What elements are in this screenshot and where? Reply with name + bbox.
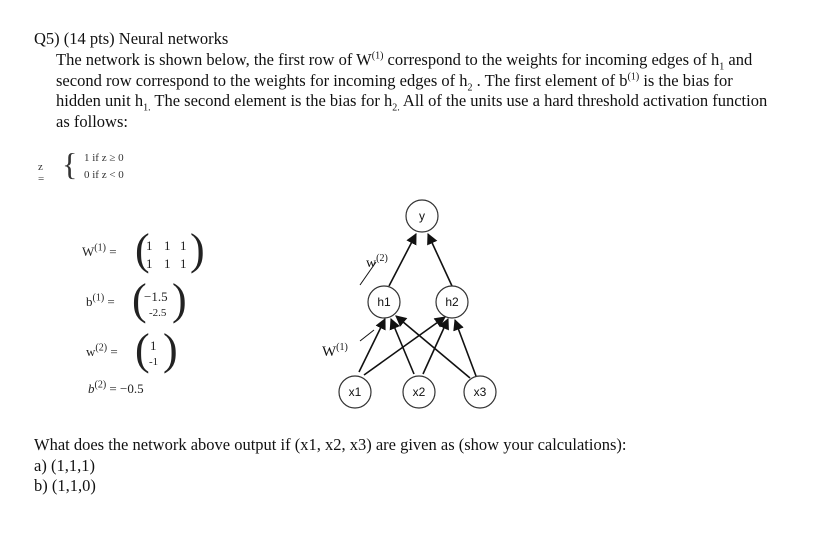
w1-left-paren: (: [135, 225, 150, 274]
para-part: The second element is the bias for h: [150, 91, 393, 110]
problem-title: Q5) (14 pts) Neural networks: [34, 29, 229, 48]
w1-cell: 1: [164, 256, 171, 271]
w2-label: w(2) =: [86, 342, 118, 359]
w1-label: W(1) =: [82, 242, 117, 259]
para-sup: (1): [371, 50, 384, 62]
node-x3-circle: [463, 375, 497, 409]
activation-case-2: 0 if z < 0: [84, 169, 124, 181]
question-part-b: b) (1,1,0): [34, 476, 96, 495]
activation-brace: {: [62, 146, 78, 182]
node-h2-circle: [435, 285, 469, 319]
node-y-circle: [405, 199, 439, 233]
node-h1-label: h1: [377, 295, 391, 309]
node-x1-circle: [338, 375, 372, 409]
para-sup: (1): [627, 71, 640, 82]
problem-description: The network is shown below, the first ro…: [56, 50, 776, 132]
para-part: correspond to the weights for incoming e…: [383, 50, 720, 69]
node-x2-circle: [402, 375, 436, 409]
w2-right-paren: ): [163, 325, 178, 374]
para-sub: 2.: [392, 102, 400, 114]
w1-cell: 1: [180, 256, 187, 271]
b1-right-paren: ): [172, 275, 187, 324]
edge-x1-h1: [358, 317, 386, 373]
edge-x2-h1: [389, 317, 415, 375]
edge-h2-y: [427, 232, 453, 287]
node-y-label: y: [419, 209, 425, 223]
w1-cell: 1: [146, 238, 153, 253]
para-sub: 1: [719, 61, 725, 73]
node-x1-label: x1: [349, 385, 362, 399]
b1-cell: -2.5: [149, 307, 167, 319]
para-sub: 2: [467, 81, 473, 93]
b2-label: b(2) = −0.5: [88, 379, 144, 396]
node-h1-circle: [367, 285, 401, 319]
w2-left-paren: (: [135, 325, 150, 374]
w2-cell: -1: [149, 356, 159, 368]
w2-pointer-line: [359, 261, 377, 286]
b1-cell: −1.5: [144, 289, 168, 304]
b1-left-paren: (: [132, 275, 147, 324]
network-w2-label: w(2): [366, 253, 388, 271]
w1-cell: 1: [146, 256, 153, 271]
question-block: What does the network above output if (x…: [34, 435, 626, 497]
b1-label: b(1) =: [86, 292, 115, 309]
activation-case-1: 1 if z ≥ 0: [84, 152, 124, 164]
edge-h1-y: [388, 233, 417, 287]
w1-right-paren: ): [190, 225, 205, 274]
question-part-a: a) (1,1,1): [34, 455, 95, 475]
para-sub: 1.: [143, 102, 151, 114]
node-h2-label: h2: [445, 295, 459, 309]
w1-cell: 1: [164, 238, 171, 253]
w1-pointer-line: [359, 329, 375, 342]
edge-x2-h2: [422, 317, 449, 375]
para-part: is the bias for hidden unit h: [56, 70, 733, 111]
para-part: The network is shown below, the first ro…: [56, 50, 372, 69]
para-part: All of the units use a hard threshold ac…: [56, 91, 768, 131]
para-part: . The first element of b: [472, 70, 628, 90]
para-part: and second row correspond to the weights…: [56, 50, 753, 90]
edge-x1-h2: [363, 316, 446, 376]
w1-cell: 1: [180, 238, 187, 253]
w2-cell: 1: [150, 338, 157, 353]
network-w1-label: W(1): [322, 342, 348, 360]
edge-x3-h2: [453, 318, 477, 377]
node-x2-label: x2: [413, 385, 426, 399]
node-x3-label: x3: [474, 385, 487, 399]
question-prompt: What does the network above output if (x…: [34, 435, 627, 454]
activation-lhs: z =: [38, 161, 45, 185]
edge-x3-h1: [395, 315, 471, 379]
